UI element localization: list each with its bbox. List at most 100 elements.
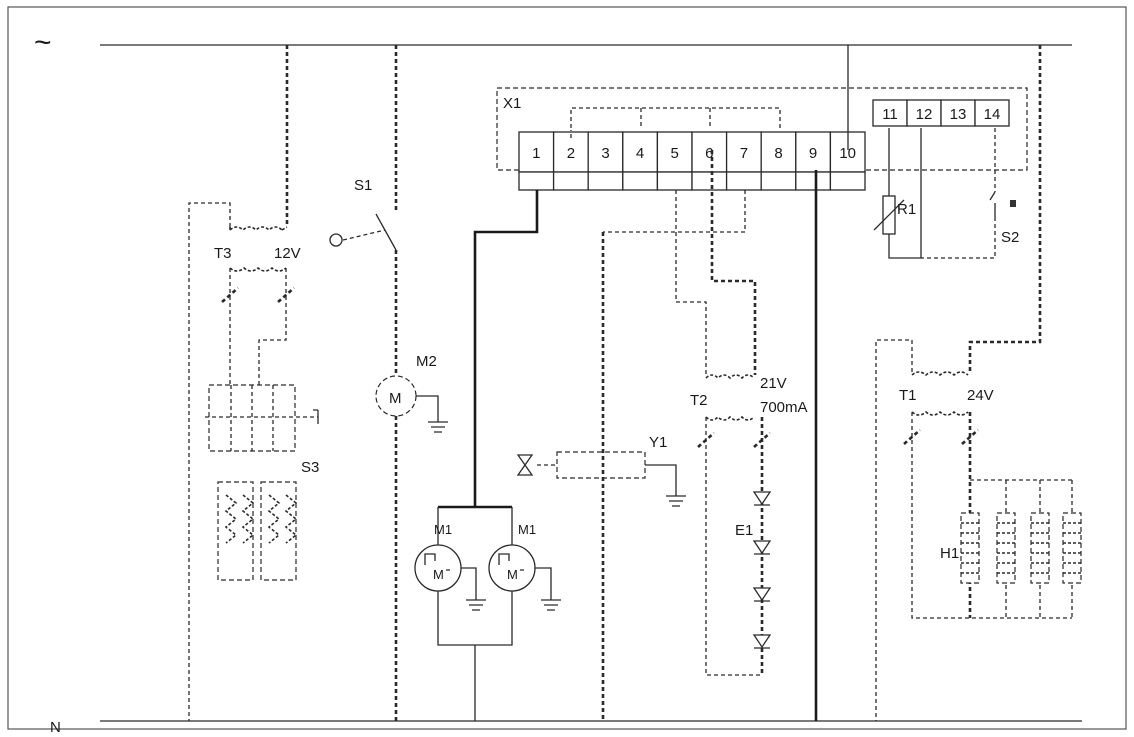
s2-return-wire [921,217,996,259]
t3-bulb-right [277,287,295,303]
s1-contact [375,213,397,251]
m1-right-motor-letter: M [507,567,518,582]
m1-left-ground-wire [461,567,477,600]
main-terminal-label-2: 2 [567,145,575,162]
aux-terminal-label-11: 11 [882,106,898,123]
s3-heater-left [217,481,254,581]
aux-terminal-label-14: 14 [984,106,1001,123]
t2-voltage-label: 21V [760,375,787,392]
t2-primary-wire-b [710,150,757,375]
aux-terminal-12 [906,99,942,127]
h1-heater-3 [1030,512,1050,584]
t1-label: T1 [899,387,917,404]
t3-return-wire [188,202,231,721]
main-terminal-label-10: 10 [839,145,856,162]
t1-voltage-label: 24V [967,387,994,404]
t1-feed-wire [968,45,1042,372]
y1-feed-wire [603,190,746,233]
main-terminal-base-10 [829,171,866,191]
m2-ground-icon [428,421,448,433]
aux-terminal-14 [974,99,1010,127]
e1-led-2 [752,540,772,555]
s1-label: S1 [354,177,372,194]
t3-bulb-left [221,287,239,303]
y1-valve-icon [516,454,534,476]
m1-return-wire [437,591,513,646]
e1-label: E1 [735,522,753,539]
e1-led-3 [752,587,772,602]
main-terminal-base-7 [725,171,762,191]
main-terminal-label-5: 5 [671,145,679,162]
r1-label: R1 [897,201,916,218]
m2-ground-wire [416,395,439,422]
t3-secondary-coil [229,266,287,272]
s2-sensor-icon [1010,200,1016,207]
main-terminal-label-7: 7 [740,145,748,162]
e1-return-wire [705,417,762,676]
main-terminal-base-1 [518,171,555,191]
main-terminal-label-1: 1 [532,145,540,162]
y1-ground-wire [645,464,677,496]
t1-primary-coil [911,371,969,377]
h1-label: H1 [940,545,959,562]
e1-led-1 [752,491,772,506]
s3-heater-right [260,481,297,581]
main-terminal-8 [760,131,797,173]
main-terminal-base-5 [656,171,693,191]
main-terminal-label-3: 3 [601,145,609,162]
x1-label: X1 [503,95,521,112]
aux-terminal-label-12: 12 [916,106,933,123]
terminal-strip-aux: 11 12 13 14 [872,99,1010,127]
r1-arrow [873,199,905,231]
x1-bridge-top [570,107,781,128]
m1-feed-wire [473,190,539,507]
t2-primary-coil [705,374,755,380]
t3-secondary-right [258,268,287,385]
t3-label: T3 [214,245,232,262]
r1-return-wire [888,128,922,259]
t2-label: T2 [690,392,708,409]
m2-motor-letter: M [389,390,402,407]
t1-return-wire [875,339,913,721]
ac-symbol: ~ [34,26,52,59]
h1-heater-1 [960,512,980,584]
main-terminal-base-8 [760,171,797,191]
e1-led-4 [752,634,772,649]
t1-secondary-coil [911,410,969,416]
m1-right-symbol [498,553,524,571]
m1-right-label: M1 [518,522,536,537]
m1-left-symbol [424,553,450,571]
h1-heater-4 [1062,512,1082,584]
t2-current-label: 700mA [760,399,808,416]
main-terminal-label-6: 6 [705,145,713,162]
t3-primary-coil [229,226,288,232]
m2-label: M2 [416,353,437,370]
diagram-border [7,6,1127,730]
h1-return-wire [911,412,1072,619]
main-terminal-base-3 [587,171,624,191]
s3-switch-handle [313,409,319,424]
aux-terminal-13 [940,99,976,127]
h1-heater-2 [996,512,1016,584]
m1-right-ground-wire [535,567,552,600]
main-terminal-label-4: 4 [636,145,644,162]
m1-left-motor-letter: M [433,567,444,582]
main-terminal-base-6 [691,171,728,191]
aux-terminal-11 [872,99,908,127]
s2-label: S2 [1001,229,1019,246]
main-terminal-label-9: 9 [809,145,817,162]
main-terminal-base-9 [795,171,832,191]
aux-terminal-label-13: 13 [950,106,967,123]
s1-actuator-knob [329,233,343,247]
main-terminal-base-4 [622,171,659,191]
s2-contact [989,191,996,217]
y1-solenoid [556,451,646,479]
t2-secondary-coil [705,415,755,421]
t3-voltage-label: 12V [274,245,301,262]
s3-label: S3 [301,459,319,476]
neutral-label: N [50,719,61,736]
t2-primary-wire-a [675,190,707,375]
